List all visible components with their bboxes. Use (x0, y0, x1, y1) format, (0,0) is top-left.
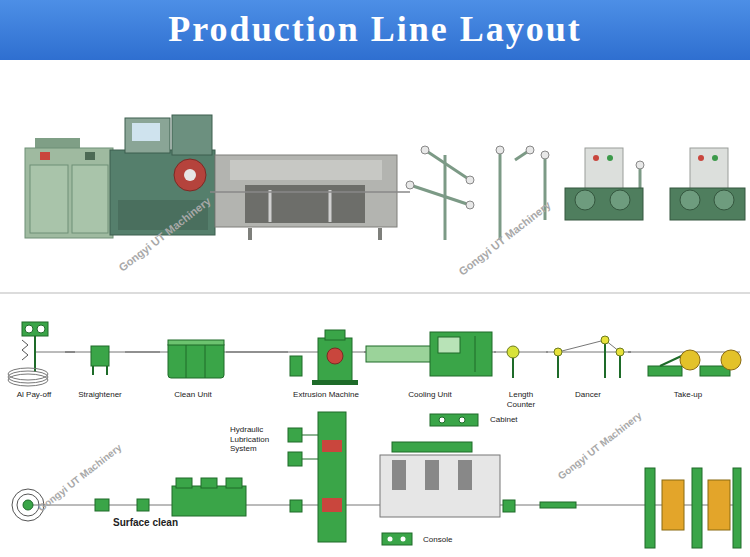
station-label: Straightener (78, 390, 122, 400)
wire-connector (546, 352, 548, 353)
station-label: Extrusion Machine (293, 390, 359, 400)
wire-connector (125, 352, 160, 353)
title-text: Production Line Layout (0, 8, 750, 50)
station-label: Dancer (575, 390, 601, 400)
part-label: Hydraulic Lubrication System (230, 425, 286, 454)
machine-station: Cooling Unit (366, 318, 494, 400)
machine-station: Length Counter (496, 318, 546, 410)
watermark: Gongyi UT Machinery (21, 430, 139, 526)
wire-connector (226, 352, 288, 353)
wire-connector (65, 352, 75, 353)
part-label: Surface clean (113, 517, 193, 529)
machine-station: Dancer (548, 318, 628, 400)
station-label: Cabinet (490, 415, 518, 425)
station-label: Clean Unit (174, 390, 211, 400)
part-label: Console (423, 535, 473, 545)
watermark: Gongyi UT Machinery (102, 183, 228, 286)
watermark: Gongyi UT Machinery (442, 187, 568, 290)
machine-station: Extrusion Machine (288, 318, 364, 400)
wire-connector (364, 352, 366, 353)
wire-connector (628, 352, 631, 353)
station-label: Take-up (674, 390, 702, 400)
machine-station: Al Pay-off (3, 318, 65, 400)
wire-connector (494, 352, 496, 353)
station-label: Cooling Unit (408, 390, 452, 400)
machine-station: Cabinet (428, 412, 528, 425)
machine-station: Clean Unit (160, 318, 226, 400)
station-label: Al Pay-off (17, 390, 52, 400)
machine-station: Take-up (631, 318, 745, 400)
machine-station: Straightener (75, 318, 125, 400)
watermark: Gongyi UT Machinery (541, 398, 659, 494)
station-label: Length Counter (496, 390, 546, 410)
